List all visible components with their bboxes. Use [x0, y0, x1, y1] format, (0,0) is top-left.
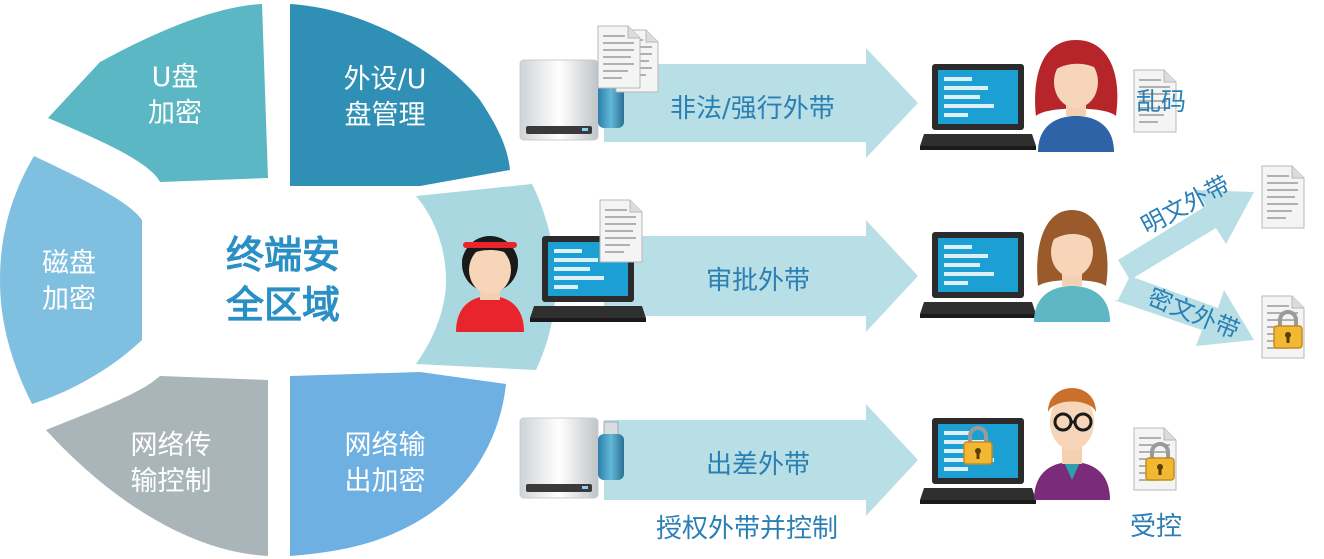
arrow-travel [604, 404, 918, 516]
document-icon [1261, 165, 1305, 229]
segment-peripheral-mgmt [290, 4, 510, 186]
segment-label-network-encrypt: 网络输 出加密 [344, 430, 426, 497]
segment-disk-encrypt [0, 156, 142, 404]
document-icon [597, 25, 641, 89]
segment-label-network-control: 网络传 输控制 [130, 430, 212, 497]
flow-label-illegal: 非法/强行外带 [670, 94, 835, 124]
arrow-branch-cipher [1114, 276, 1254, 346]
flow-label-approval: 审批外带 [706, 266, 811, 296]
document-icon [599, 199, 643, 263]
center-title: 终端安 全区域 [225, 233, 340, 327]
person-icon [1035, 40, 1118, 152]
person-icon [1034, 210, 1110, 322]
arrow-illegal [604, 48, 918, 158]
arrow-branch-plain [1118, 190, 1254, 280]
laptop-icon [920, 232, 1036, 318]
segment-label-usb-encrypt: U盘 加密 [148, 62, 202, 129]
arrow-approval [604, 220, 918, 332]
segment-label-peripheral-mgmt: 外设/U 盘管理 [343, 64, 427, 131]
person-icon [1034, 388, 1110, 500]
person-icon [456, 236, 524, 332]
result-garbled: 乱码 [1136, 87, 1187, 116]
segment-network-encrypt [290, 372, 506, 556]
flow-label-travel: 出差外带 [706, 450, 811, 480]
segment-network-control [46, 376, 268, 556]
segment-usb-encrypt [48, 4, 268, 182]
segment-label-disk-encrypt: 磁盘 加密 [42, 248, 96, 315]
result-controlled: 受控 [1130, 512, 1183, 542]
laptop-icon [920, 64, 1036, 150]
flow-caption-travel: 授权外带并控制 [656, 514, 839, 544]
